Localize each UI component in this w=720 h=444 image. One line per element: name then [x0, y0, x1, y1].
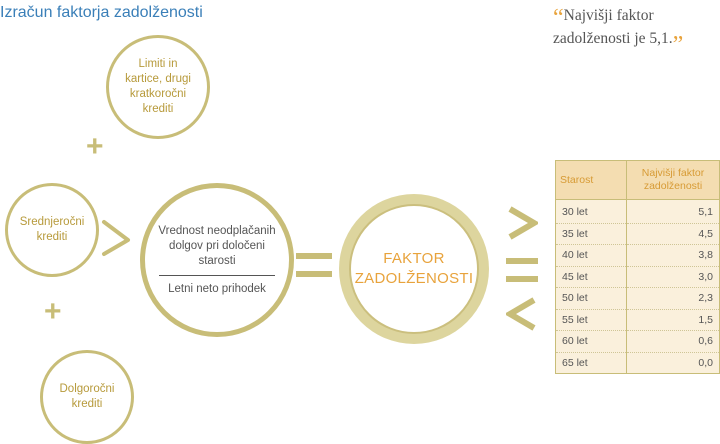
age-cell: 65 let	[555, 352, 627, 374]
fraction-numerator: Vrednost neodplačanih dolgov pri določen…	[158, 224, 276, 267]
greater-than-icon	[508, 206, 538, 240]
factor-cell: 4,5	[626, 223, 720, 245]
header-age: Starost	[555, 160, 627, 200]
plus-sign-bottom: +	[44, 295, 62, 328]
limits-circle: Limiti in kartice, drugi kratkoročni kre…	[106, 35, 210, 139]
long-term-circle: Dolgoročni krediti	[40, 350, 134, 444]
fraction: Vrednost neodplačanih dolgov pri določen…	[153, 224, 281, 297]
medium-term-label: Srednjeročni krediti	[19, 216, 85, 243]
medium-term-circle: Srednjeročni krediti	[5, 183, 99, 277]
age-cell: 30 let	[555, 199, 627, 224]
faktor-line-2: ZADOLŽENOSTI	[354, 270, 474, 287]
header-factor: Najvišji faktor zadolženosti	[626, 160, 720, 200]
factor-cell: 3,8	[626, 244, 720, 267]
factor-cell: 0,6	[626, 330, 720, 353]
chevron-arrow-icon	[102, 220, 130, 256]
fraction-denominator: Letni neto prihodek	[168, 282, 266, 295]
open-quote-mark: “	[553, 5, 564, 31]
table-header-row: Starost Najvišji faktor zadolženosti	[555, 160, 720, 200]
age-cell: 40 let	[555, 244, 627, 267]
faktor-circle: FAKTOR ZADOLŽENOSTI	[339, 194, 489, 344]
equals-sign-right	[506, 258, 538, 282]
age-cell: 45 let	[555, 266, 627, 288]
quote: “Najvišji faktor zadolženosti je 5,1.”	[553, 4, 720, 57]
plus-sign-top: +	[86, 130, 104, 163]
faktor-line-1: FAKTOR	[383, 250, 445, 267]
long-term-label: Dolgoročni krediti	[59, 383, 115, 410]
close-quote-mark: ”	[672, 32, 684, 58]
equals-sign-left	[296, 253, 332, 277]
factor-cell: 1,5	[626, 309, 720, 331]
age-cell: 50 let	[555, 287, 627, 310]
fraction-bar	[159, 274, 275, 276]
less-than-icon	[506, 297, 536, 331]
age-cell: 60 let	[555, 330, 627, 353]
factor-cell: 2,3	[626, 287, 720, 310]
faktor-label: FAKTOR ZADOLŽENOSTI	[349, 204, 479, 334]
factor-cell: 3,0	[626, 266, 720, 288]
page-title: Izračun faktorja zadolženosti	[0, 4, 203, 21]
quote-text: Najvišji faktor zadolženosti je 5,1.	[553, 7, 673, 47]
age-cell: 35 let	[555, 223, 627, 245]
factor-cell: 5,1	[626, 199, 720, 224]
fraction-circle: Vrednost neodplačanih dolgov pri določen…	[140, 183, 294, 337]
age-factor-table: Starost Najvišji faktor zadolženosti 30 …	[555, 160, 720, 374]
age-cell: 55 let	[555, 309, 627, 331]
limits-label: Limiti in kartice, drugi kratkoročni kre…	[125, 58, 191, 115]
factor-cell: 0,0	[626, 352, 720, 374]
